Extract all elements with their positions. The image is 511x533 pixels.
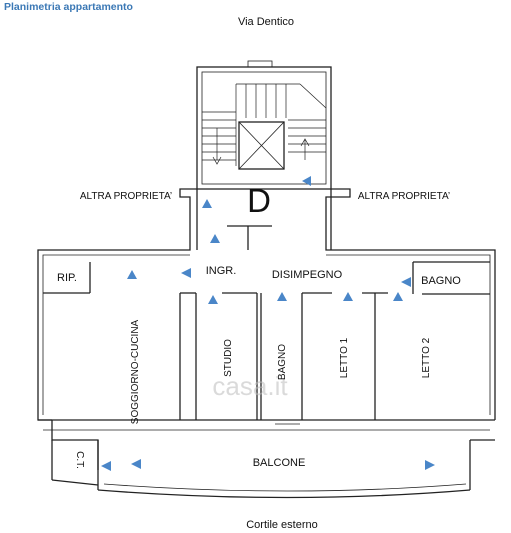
label-studio: STUDIO bbox=[223, 339, 234, 377]
label-hallway: DISIMPEGNO bbox=[272, 269, 343, 281]
watermark-text: casa.it bbox=[212, 371, 288, 401]
marker-icon bbox=[127, 270, 137, 279]
label-other-property-right: ALTRA PROPRIETA’ bbox=[358, 191, 450, 202]
label-ct: C.T. bbox=[74, 451, 85, 469]
label-balcony: BALCONE bbox=[253, 457, 306, 469]
label-bath-mid: BAGNO bbox=[277, 344, 288, 380]
marker-icon bbox=[401, 277, 411, 287]
label-unit-letter: D bbox=[247, 182, 271, 219]
label-bedroom2: LETTO 2 bbox=[421, 337, 432, 378]
walls bbox=[37, 60, 496, 499]
plan-title: Planimetria appartamento bbox=[4, 1, 133, 13]
label-other-property-left: ALTRA PROPRIETA’ bbox=[80, 191, 172, 202]
marker-icon bbox=[302, 176, 311, 186]
label-storage: RIP. bbox=[57, 272, 77, 284]
marker-icon bbox=[181, 268, 191, 278]
label-courtyard: Cortile esterno bbox=[246, 519, 318, 531]
view-markers bbox=[101, 176, 435, 471]
marker-icon bbox=[210, 234, 220, 243]
marker-icon bbox=[277, 292, 287, 301]
marker-icon bbox=[208, 295, 218, 304]
label-bath-top: BAGNO bbox=[421, 275, 461, 287]
label-living-kitchen: SOGGIORNO-CUCINA bbox=[130, 319, 141, 424]
marker-icon bbox=[202, 199, 212, 208]
marker-icon bbox=[425, 460, 435, 470]
label-entrance: INGR. bbox=[206, 265, 237, 277]
marker-icon bbox=[101, 461, 111, 471]
marker-icon bbox=[343, 292, 353, 301]
marker-icon bbox=[393, 292, 403, 301]
marker-icon bbox=[131, 459, 141, 469]
label-street: Via Dentico bbox=[238, 16, 294, 28]
label-bedroom1: LETTO 1 bbox=[339, 337, 350, 378]
